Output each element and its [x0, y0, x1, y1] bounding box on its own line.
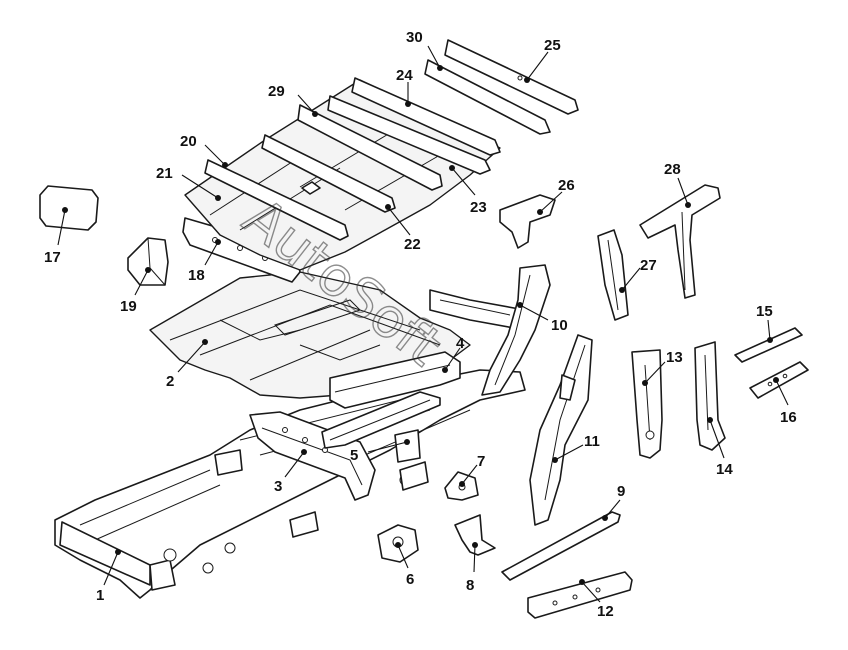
part-10-a-pillar: [481, 264, 551, 396]
callout-label-26: 26: [558, 177, 575, 194]
callout-5: 5: [350, 439, 410, 464]
part-23-roof-bow: [327, 95, 491, 175]
callout-20: 20: [180, 133, 228, 168]
part-26-corner-bracket: [499, 194, 556, 249]
callout-label-11: 11: [584, 433, 600, 450]
callout-label-15: 15: [756, 303, 773, 320]
callout-9: 9: [602, 483, 625, 521]
callout-label-16: 16: [780, 409, 797, 426]
callout-30: 30: [406, 29, 443, 71]
callout-16: 16: [773, 377, 797, 426]
callout-14: 14: [707, 417, 733, 478]
part-12-sill-strip: [527, 571, 633, 619]
callout-1: 1: [96, 549, 121, 604]
callout-label-4: 4: [456, 335, 465, 352]
callout-11: 11: [552, 433, 600, 463]
part-30-rear-bow: [424, 59, 551, 135]
part-11-b-pillar: [529, 334, 593, 526]
callout-label-12: 12: [597, 603, 614, 620]
callout-13: 13: [642, 349, 683, 386]
callout-4: 4: [442, 335, 465, 373]
part-17-pad: [39, 185, 99, 231]
callout-25: 25: [524, 37, 561, 83]
part-8-angle-bracket: [454, 514, 496, 556]
callout-26: 26: [537, 177, 575, 215]
callout-22: 22: [385, 204, 421, 253]
part-5-rocker-panel: [321, 391, 441, 463]
callout-19: 19: [120, 267, 151, 315]
callout-label-28: 28: [664, 161, 681, 178]
callout-label-29: 29: [268, 83, 285, 100]
callout-10: 10: [517, 302, 568, 334]
callout-label-3: 3: [274, 478, 282, 495]
callout-label-21: 21: [156, 165, 173, 182]
part-4-sill-rail: [329, 351, 461, 409]
callout-3: 3: [274, 449, 307, 495]
part-15-trim-strip: [734, 327, 803, 363]
part-24-roof-bow: [351, 77, 501, 156]
part-29-roof-bow: [297, 104, 443, 191]
callout-label-23: 23: [470, 199, 487, 216]
callout-label-18: 18: [188, 267, 205, 284]
callout-15: 15: [756, 303, 773, 343]
callout-label-6: 6: [406, 571, 414, 588]
callout-18: 18: [188, 239, 221, 284]
callout-27: 27: [619, 257, 657, 293]
part-28-t-brace: [639, 184, 721, 299]
callout-label-10: 10: [551, 317, 568, 334]
part-20-roof-bow: [204, 159, 349, 241]
callout-label-27: 27: [640, 257, 657, 274]
callout-label-14: 14: [716, 461, 733, 478]
part-19-mount: [127, 237, 169, 286]
callout-23: 23: [449, 165, 487, 216]
callout-label-24: 24: [396, 67, 413, 84]
callout-label-30: 30: [406, 29, 423, 46]
callout-label-2: 2: [166, 373, 174, 390]
callout-2: 2: [166, 339, 208, 390]
callout-label-13: 13: [666, 349, 683, 366]
part-13-c-pillar: [631, 349, 663, 459]
callout-24: 24: [396, 67, 413, 107]
callout-label-19: 19: [120, 298, 137, 315]
callout-17: 17: [44, 207, 68, 266]
part-27-pillar-reinforcement: [597, 229, 629, 321]
callout-label-22: 22: [404, 236, 421, 253]
callout-label-8: 8: [466, 577, 474, 594]
callout-6: 6: [395, 542, 414, 588]
part-3-cross-member: [249, 411, 376, 501]
part-25-rear-header: [444, 39, 579, 115]
callout-28: 28: [664, 161, 691, 208]
callout-7: 7: [459, 453, 485, 487]
callout-8: 8: [466, 542, 478, 594]
part-1-chassis-frame: [54, 289, 526, 599]
callout-label-5: 5: [350, 447, 358, 464]
callout-label-20: 20: [180, 133, 197, 150]
callout-label-25: 25: [544, 37, 561, 54]
callout-label-1: 1: [96, 587, 104, 604]
callout-label-9: 9: [617, 483, 625, 500]
part-9-sill-strip: [501, 511, 621, 581]
callout-21: 21: [156, 165, 221, 201]
callout-label-17: 17: [44, 249, 61, 266]
callout-label-7: 7: [477, 453, 485, 470]
callout-12: 12: [579, 579, 614, 620]
part-14-d-pillar: [694, 341, 726, 451]
callouts: 1 2 3 4 5 6 7 8: [44, 29, 797, 620]
callout-29: 29: [268, 83, 318, 117]
